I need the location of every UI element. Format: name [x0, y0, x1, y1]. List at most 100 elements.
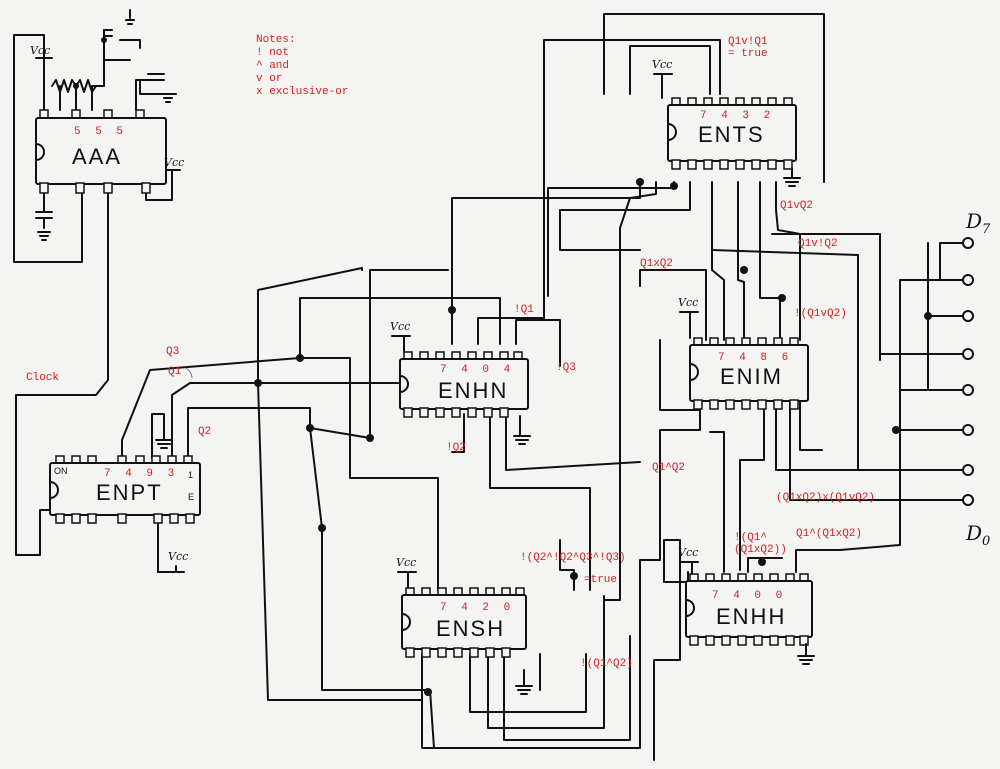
chip-ents-pins-bottom: [671, 159, 793, 170]
notch-icon: [35, 143, 45, 161]
notch-icon: [49, 481, 59, 499]
q1-pointer-arrow-icon: [185, 367, 193, 379]
chip-enpt-part: 7 4 9 3: [104, 468, 178, 480]
ents-q1vnotq2: [737, 181, 745, 341]
label-q3: Q3: [166, 346, 179, 358]
enim-out-q1q2: [775, 401, 969, 471]
ents-q1vq2-out: [771, 233, 881, 361]
aaa-passives: [35, 9, 181, 241]
timing-cap-icon: [147, 73, 165, 81]
chip-aaa-name: AAA: [72, 144, 122, 169]
notch-icon: [401, 613, 411, 631]
not-q1-wire: [477, 317, 545, 345]
ground-icon: [159, 93, 177, 103]
junction-aaa-b: [101, 37, 107, 43]
ensh-out-wire: [503, 635, 631, 741]
label-eq-true: =true: [584, 574, 617, 586]
label-eq-true-top: = true: [728, 48, 768, 60]
output-terminal-d7: [962, 237, 974, 249]
notch-icon: [685, 599, 695, 617]
q3-to-ensh: [299, 357, 439, 591]
junction-ensh: [318, 524, 326, 532]
junction-q2b: [366, 434, 374, 442]
label-not-q1-and-q2: !(Q1^Q2): [580, 658, 633, 670]
vcc-label: Vcc: [652, 58, 672, 71]
label-clock: Clock: [26, 372, 59, 384]
chip-enhh-pins-bottom: [689, 635, 809, 646]
pin-mark-1: 1: [188, 470, 193, 480]
vcc-rail-icon: [679, 311, 699, 339]
label-not-q1vq2: !(Q1vQ2): [794, 308, 847, 320]
notes-legend: Notes: ! not ^ and v or x exclusive-or: [256, 34, 348, 98]
ents-top-loop2: [629, 45, 711, 95]
enhn-low-wire: [505, 413, 641, 471]
ents-to-enim-b: [775, 181, 801, 341]
junction-enhh: [758, 558, 766, 566]
ground-icon: [35, 191, 53, 241]
junction-q2: [306, 424, 314, 432]
junction-out-b: [892, 426, 900, 434]
chip-enhn: 7 4 0 4 ENHN Vcc: [390, 320, 531, 445]
output-label-bottom: D0: [965, 521, 990, 549]
output-terminal-d0: [962, 494, 974, 506]
pin-mark-on: ON: [54, 466, 68, 476]
not-q3-wire: [515, 319, 561, 367]
junction-ensh-b: [424, 688, 432, 696]
note-or: v or: [256, 73, 282, 85]
chip-enhh-name: ENHH: [716, 604, 786, 629]
junction-q3: [296, 354, 304, 362]
chip-ensh-pins-bottom: [405, 647, 511, 658]
ground-icon: [783, 167, 801, 187]
label-not-q1: !Q1: [514, 304, 534, 316]
chip-ensh: 7 4 2 0 ENSH Vcc: [396, 556, 533, 695]
clock-wire: [15, 191, 109, 556]
q3-bus: [299, 297, 501, 359]
vcc-rail-icon: [391, 335, 411, 353]
junction-enim-b: [778, 294, 786, 302]
vcc-rail-icon: [397, 571, 417, 589]
junction-ents-a: [636, 178, 644, 186]
enhn-to-ents: [451, 181, 641, 345]
output-terminal-d4: [962, 348, 974, 360]
signal-labels: Clock Q3 Q1 Q2 !Q1 !Q3 !Q2 Q1v!Q1 = true…: [26, 36, 875, 670]
chip-enhh-body: [685, 580, 813, 638]
q2-bus: [309, 269, 449, 439]
chip-ents-part: 7 4 3 2: [700, 110, 774, 122]
enhh-nand-wire: [747, 557, 783, 573]
label-q2: Q2: [198, 426, 211, 438]
vcc-label: Vcc: [390, 320, 410, 333]
chip-enpt: ON 1 E 7 4 9 3 ENPT Vcc: [49, 439, 201, 573]
ents-to-ensh: [603, 181, 657, 601]
q3-wire: [121, 357, 301, 459]
chip-enhh: 7 4 0 0 ENHH Vcc: [678, 546, 815, 665]
chip-enim-pins-top: [693, 337, 799, 348]
resistor-1-icon: [51, 79, 77, 93]
chip-enhn-name: ENHN: [438, 378, 508, 403]
chip-ents-name: ENTS: [698, 122, 765, 147]
ents-q1vq2: [559, 181, 691, 251]
vcc-label: Vcc: [678, 296, 698, 309]
chip-ensh-name: ENSH: [436, 616, 505, 641]
not-q1-bus: [543, 39, 721, 319]
wires: [13, 13, 969, 761]
q1-down-wire: [257, 382, 423, 701]
ground-icon: [125, 9, 135, 25]
chip-aaa-body: [35, 117, 167, 185]
notch-icon: [689, 363, 699, 381]
junction-q1: [254, 379, 262, 387]
chip-enim-name: ENIM: [720, 364, 783, 389]
vcc-rail-icon: [35, 57, 53, 111]
not-q2-wire: [451, 413, 465, 453]
aaa-cap-wire: [103, 29, 141, 61]
ents-top-loop: [603, 13, 825, 183]
label-q1v-notq2: Q1v!Q2: [798, 238, 838, 250]
aaa-vcc-wire: [145, 169, 173, 201]
enim-in-wire: [639, 269, 707, 341]
q2-to-ensh: [309, 427, 431, 691]
ents-q1vq2-b: [759, 181, 781, 341]
vcc-rail-icon: [157, 565, 185, 573]
enim-left-wire: [659, 339, 701, 411]
output-terminal-d6: [962, 274, 974, 286]
chip-enim-pins-bottom: [693, 399, 799, 410]
